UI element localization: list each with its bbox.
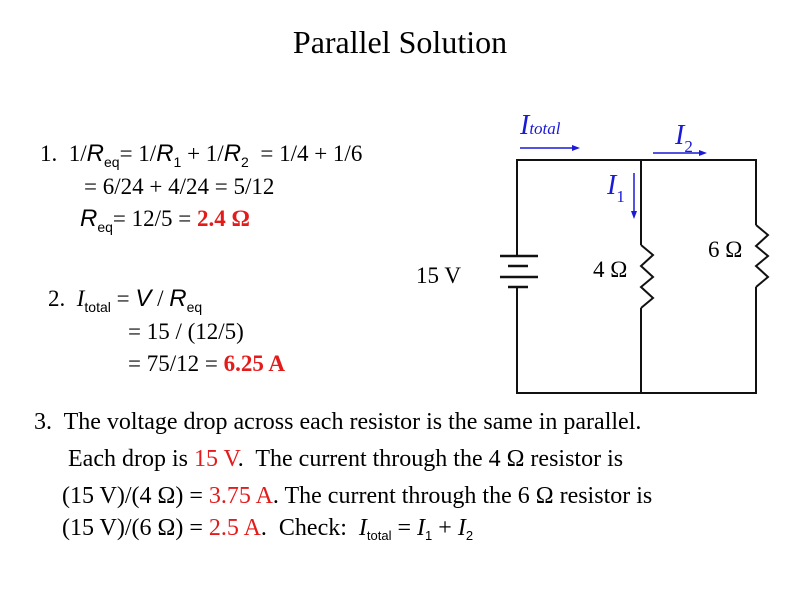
step2-line3: = 75/12 = 6.25 A	[128, 352, 285, 375]
wire-bottom	[516, 287, 757, 394]
step3-line4: (15 V)/(6 Ω) = 2.5 A. Check: Itotal = I1…	[62, 515, 474, 543]
i1-arrow-icon	[631, 173, 637, 219]
text: =	[110, 286, 136, 311]
i2-label: I2	[675, 120, 693, 156]
text: 1. 1/	[40, 141, 87, 166]
req-result: 2.4 Ω	[197, 206, 250, 231]
itotal-result: 6.25 A	[223, 351, 285, 376]
sub: 2	[465, 528, 474, 543]
itotal-label: Itotal	[520, 110, 561, 142]
var-i: I	[76, 286, 85, 311]
i2-result: 2.5 A	[208, 515, 261, 541]
wire-left-top	[516, 159, 757, 256]
var-i: I	[520, 110, 530, 141]
text: Each drop is	[68, 446, 194, 472]
text: . Check:	[260, 515, 359, 541]
resistor-6ohm-icon	[754, 224, 770, 288]
text: = 12/5 =	[112, 206, 198, 231]
i2-arrow-icon	[653, 150, 707, 156]
text: + 1/	[181, 141, 224, 166]
text: = 1/	[119, 141, 157, 166]
step1-line2: = 6/24 + 4/24 = 5/12	[84, 174, 275, 199]
sub: total	[366, 528, 392, 543]
sub: 1	[616, 187, 625, 206]
text: =	[391, 515, 418, 541]
step3-line3: (15 V)/(4 Ω) = 3.75 A. The current throu…	[62, 484, 652, 508]
text: (15 V)/(6 Ω) =	[62, 515, 209, 541]
battery-icon	[500, 254, 538, 289]
step1-line3: Req= 12/5 = 2.4 Ω	[80, 205, 250, 235]
voltage-drop: 15 V	[193, 446, 238, 472]
step2-line1: 2. Itotal = V / Req	[48, 285, 202, 315]
var-i: I	[607, 170, 617, 201]
sub: eq	[97, 219, 113, 235]
sub: total	[84, 299, 111, 315]
text: (15 V)/(4 Ω) =	[62, 483, 209, 509]
text: = 1/4 + 1/6	[248, 141, 363, 166]
var-r: R	[169, 285, 187, 312]
text: = 75/12 =	[128, 351, 224, 376]
var-r: R	[156, 140, 174, 167]
var-r: R	[80, 205, 98, 232]
sub: 1	[173, 154, 182, 170]
var-i: I	[457, 515, 466, 541]
sub: eq	[186, 299, 203, 315]
i1-result: 3.75 A	[208, 483, 273, 509]
var-r: R	[223, 140, 242, 167]
step2-line2: = 15 / (12/5)	[128, 319, 244, 344]
sub: eq	[103, 154, 120, 170]
var-i: I	[417, 515, 426, 541]
sub: 2	[241, 154, 249, 170]
step3-line2: Each drop is 15 V. The current through t…	[68, 447, 623, 471]
r1-label: 4 Ω	[593, 257, 628, 282]
i1-label: I1	[607, 170, 625, 206]
itotal-arrow-icon	[520, 145, 580, 151]
sub: total	[529, 119, 561, 138]
sub: 1	[425, 528, 433, 543]
sub: 2	[684, 137, 693, 156]
resistor-4ohm-icon	[639, 244, 655, 309]
step1-line1: 1. 1/Req= 1/R1 + 1/R2 = 1/4 + 1/6	[40, 140, 363, 170]
source-voltage-label: 15 V	[416, 263, 461, 288]
r2-label: 6 Ω	[708, 237, 743, 262]
slide-title: Parallel Solution	[292, 24, 508, 60]
text: . The current through the 4 Ω resistor i…	[237, 446, 624, 472]
var-v: V	[135, 285, 152, 312]
var-r: R	[86, 140, 104, 167]
var-i: I	[358, 515, 367, 541]
text: . The current through the 6 Ω resistor i…	[272, 483, 653, 509]
text: /	[151, 286, 170, 311]
text: +	[432, 515, 458, 541]
step3-line1: 3. The voltage drop across each resistor…	[34, 409, 642, 435]
text: 2.	[48, 286, 77, 311]
var-i: I	[675, 120, 685, 151]
